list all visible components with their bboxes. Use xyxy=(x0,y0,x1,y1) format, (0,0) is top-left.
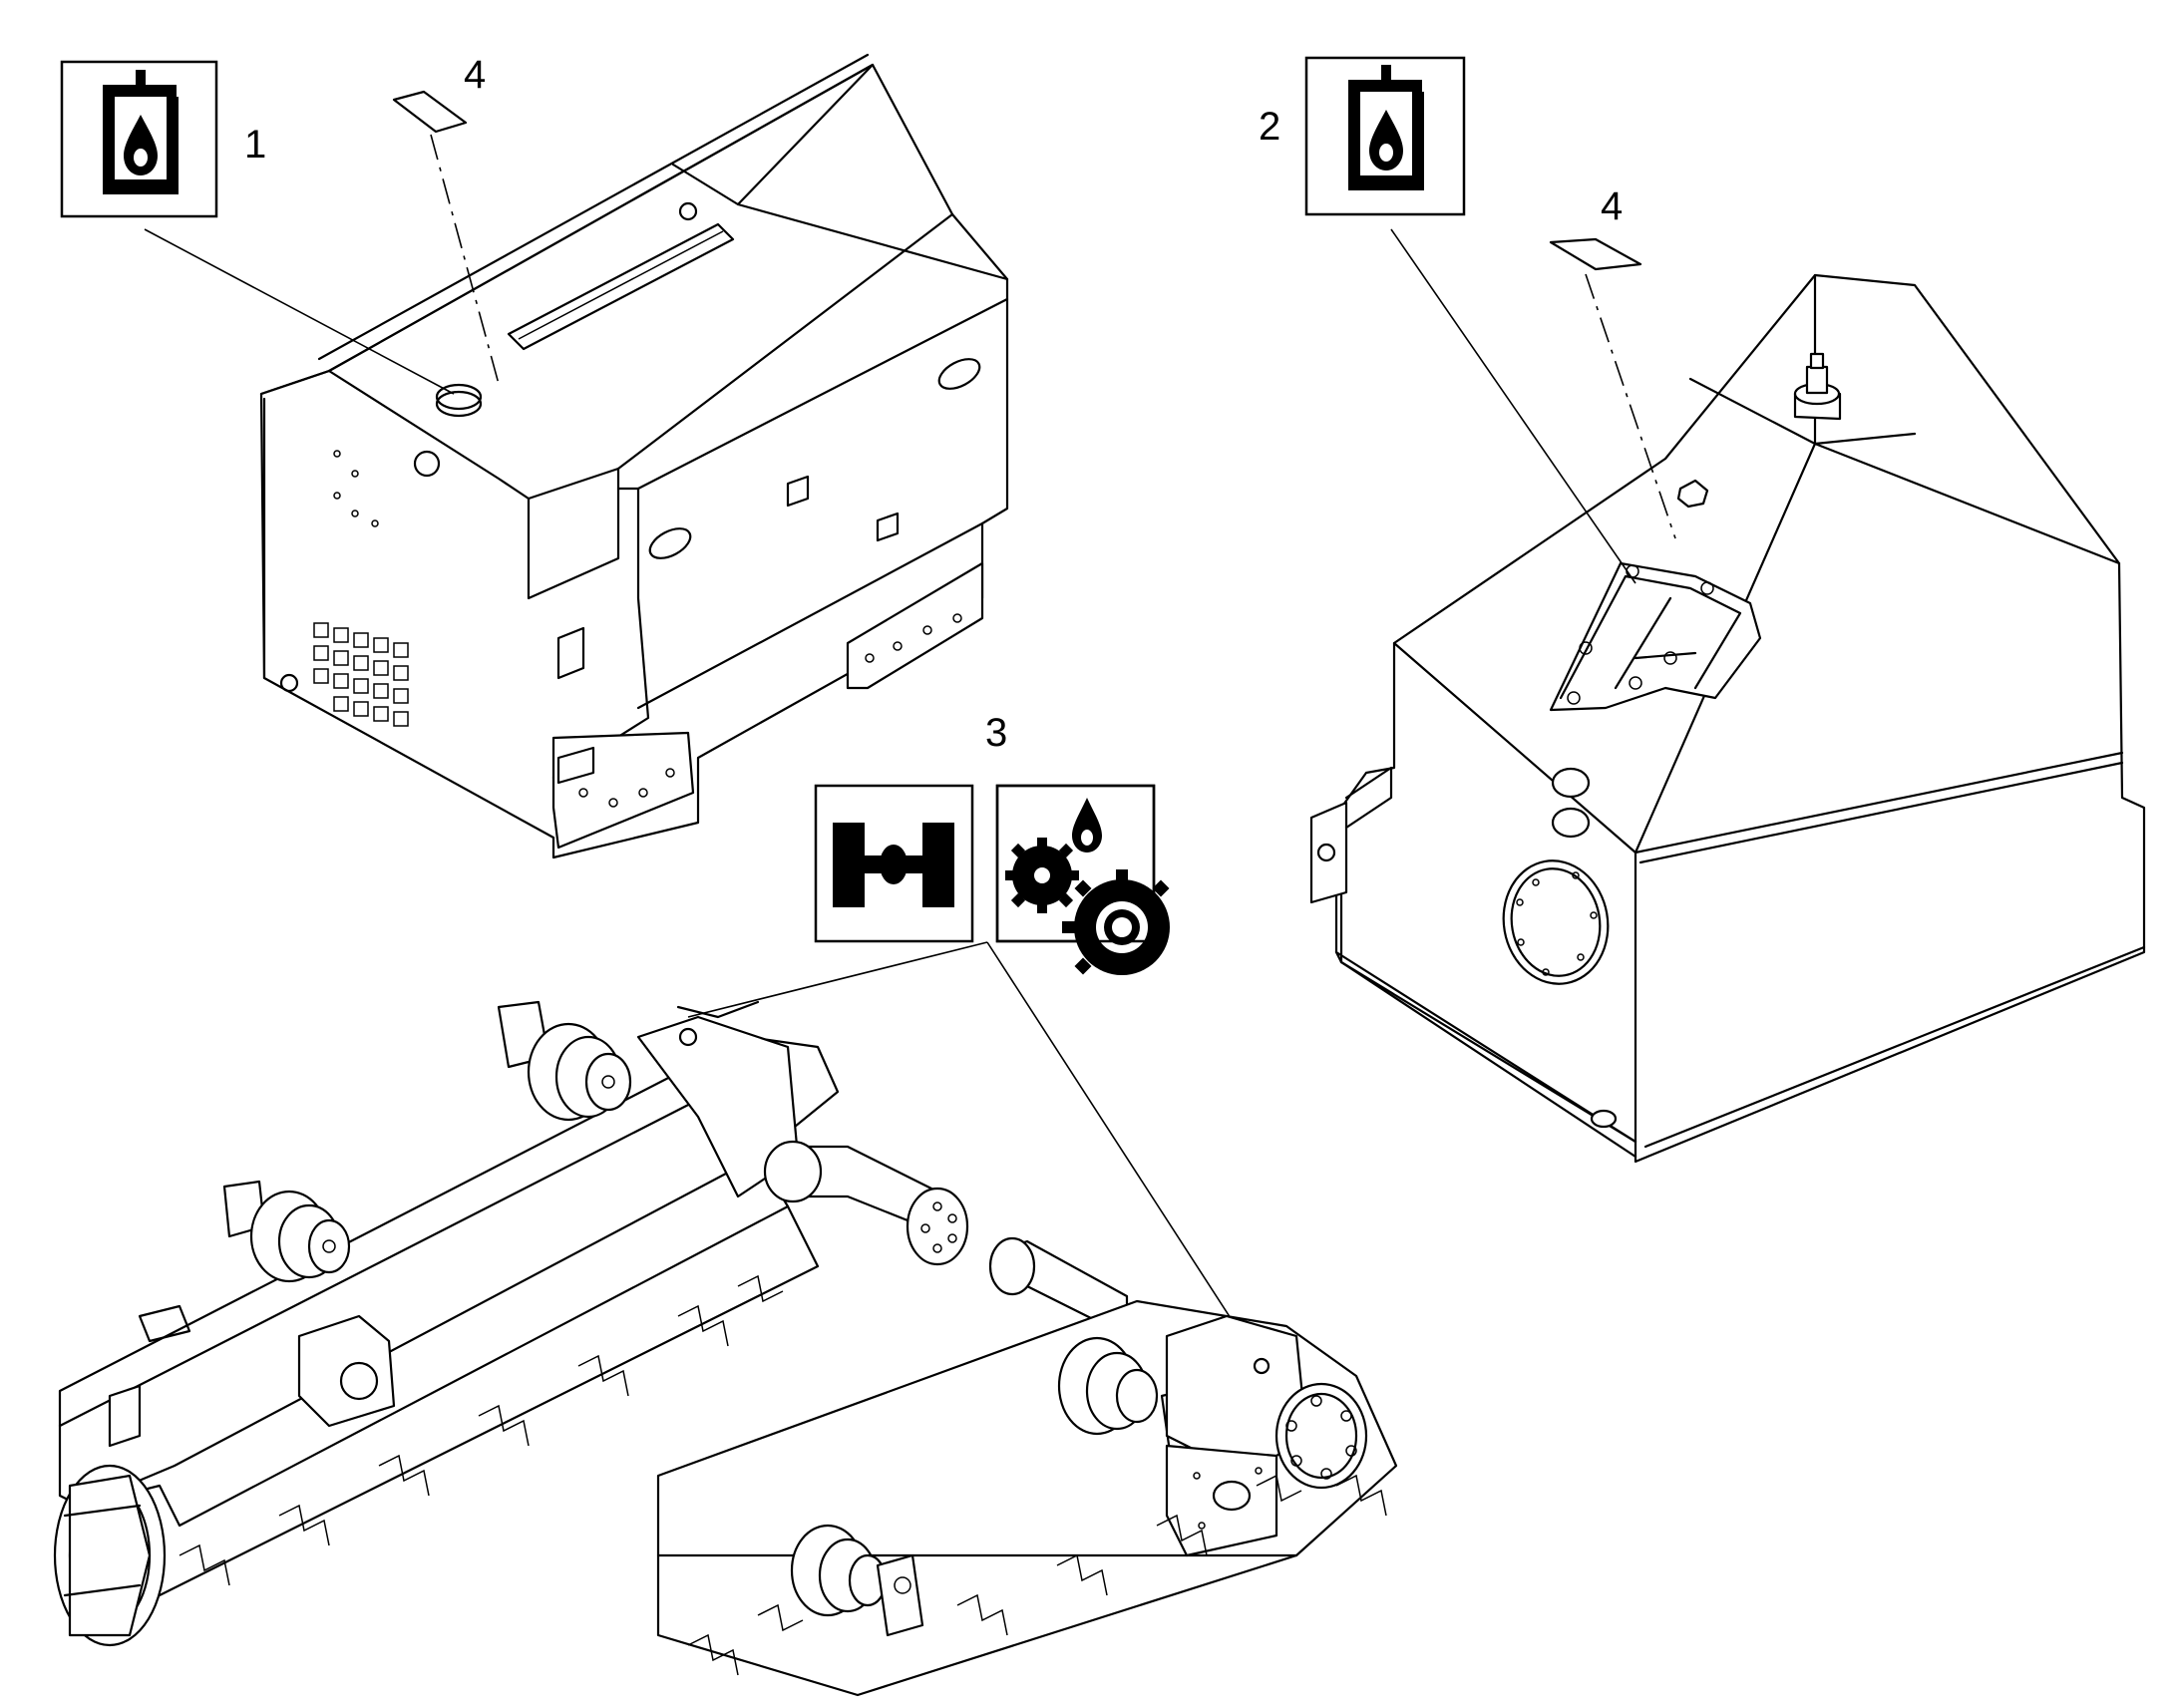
leader-3a xyxy=(687,941,988,1018)
axle-undercarriage xyxy=(53,1000,1398,1697)
final-drive-hub xyxy=(1165,1314,1368,1557)
roller-lower-2 xyxy=(790,1524,924,1637)
callout-4-right: 4 xyxy=(1601,184,1623,228)
leader-2 xyxy=(1390,228,1636,584)
leader-3b xyxy=(986,941,1263,1367)
hydraulic-oil-fill-icon xyxy=(60,60,218,218)
callout-1: 1 xyxy=(244,123,266,167)
hydraulic-oil-fill-icon xyxy=(1304,56,1466,216)
gear-oil-icon xyxy=(995,784,1170,975)
sprocket-left xyxy=(53,1464,167,1647)
roller-upper-1 xyxy=(497,1000,632,1122)
decal-4-left xyxy=(392,90,468,134)
track-chain-lower xyxy=(687,1474,1387,1676)
roller-upper-2 xyxy=(222,1180,351,1283)
decal-4-right xyxy=(1549,237,1642,271)
leader-1 xyxy=(144,228,455,395)
hydraulic-tank-right xyxy=(1309,273,2146,1164)
symbol-box-axle xyxy=(814,784,974,943)
hydraulic-tank-left xyxy=(259,53,1009,859)
callout-4-left: 4 xyxy=(464,53,486,97)
leader-4-left xyxy=(430,134,500,385)
track-chain-upper xyxy=(179,1274,784,1586)
callout-3: 3 xyxy=(985,711,1007,755)
leader-4-right xyxy=(1585,273,1676,539)
vent-grille xyxy=(313,622,409,727)
callout-2: 2 xyxy=(1259,105,1280,149)
